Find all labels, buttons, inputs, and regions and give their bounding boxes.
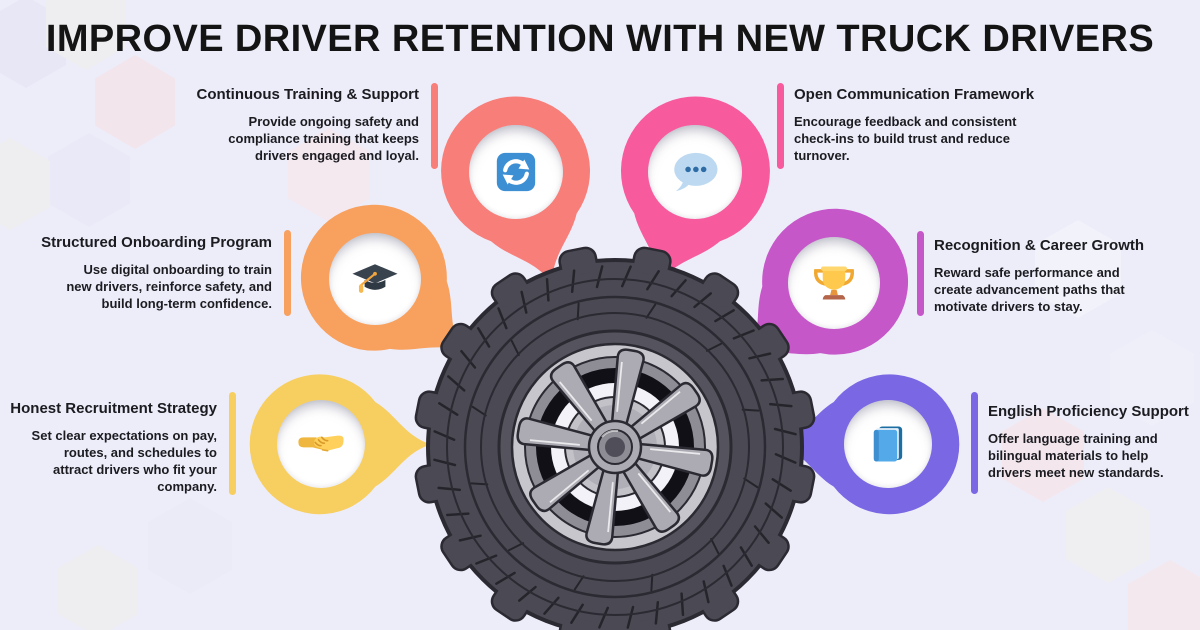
chat-bubble-icon xyxy=(674,152,718,192)
callout-heading: Structured Onboarding Program xyxy=(41,234,272,251)
accent-bar xyxy=(284,230,291,316)
hexagon-decoration xyxy=(0,138,50,230)
icon-circle xyxy=(648,125,742,219)
book-icon xyxy=(873,426,903,462)
hexagon-decoration xyxy=(1128,560,1200,630)
callout-body: Provide ongoing safety and compliance tr… xyxy=(228,114,419,163)
callout-heading: Open Communication Framework xyxy=(794,86,1035,103)
accent-bar xyxy=(431,83,438,169)
callout-text: Recognition & Career Growth Reward safe … xyxy=(934,237,1144,315)
callout-heading: Continuous Training & Support xyxy=(196,86,419,103)
hexagon-decoration xyxy=(58,545,138,630)
callout-heading: English Proficiency Support xyxy=(988,403,1189,420)
accent-bar xyxy=(917,231,924,316)
hexagon-decoration xyxy=(148,498,232,594)
callout-text: English Proficiency Support Offer langua… xyxy=(988,403,1189,481)
callout-heading: Recognition & Career Growth xyxy=(934,237,1145,254)
accent-bar xyxy=(777,83,784,169)
hexagon-decoration xyxy=(288,128,370,222)
trophy-icon xyxy=(814,266,854,300)
icon-circle xyxy=(469,125,563,219)
callout-body: Reward safe performance and create advan… xyxy=(934,265,1125,314)
callout-body: Encourage feedback and consistent check-… xyxy=(794,114,1017,163)
graduation-cap-icon xyxy=(352,264,398,293)
accent-bar xyxy=(229,392,236,495)
callout-text: Continuous Training & Support Provide on… xyxy=(197,86,419,164)
callout-body: Set clear expectations on pay, routes, a… xyxy=(31,428,217,494)
callout-text: Structured Onboarding Program Use digita… xyxy=(41,234,272,312)
callout-body: Offer language training and bilingual ma… xyxy=(988,431,1164,480)
icon-circle xyxy=(844,400,932,488)
hexagon-decoration xyxy=(48,133,130,227)
icon-circle xyxy=(277,400,365,488)
accent-bar xyxy=(971,392,978,494)
callout-heading: Honest Recruitment Strategy xyxy=(10,400,217,417)
hexagon-decoration xyxy=(1035,220,1121,318)
callout-body: Use digital onboarding to train new driv… xyxy=(66,262,272,311)
truck-tire-illustration xyxy=(405,237,825,630)
icon-circle xyxy=(329,233,421,325)
callout-text: Honest Recruitment Strategy Set clear ex… xyxy=(10,400,217,495)
hexagon-decoration xyxy=(1110,330,1194,426)
handshake-icon xyxy=(298,435,344,452)
sync-icon xyxy=(496,152,536,192)
hexagon-decoration xyxy=(1066,487,1150,583)
page-title: IMPROVE DRIVER RETENTION WITH NEW TRUCK … xyxy=(45,18,1155,60)
icon-circle xyxy=(788,237,880,329)
hexagon-decoration xyxy=(95,55,175,149)
callout-text: Open Communication Framework Encourage f… xyxy=(794,86,1034,164)
